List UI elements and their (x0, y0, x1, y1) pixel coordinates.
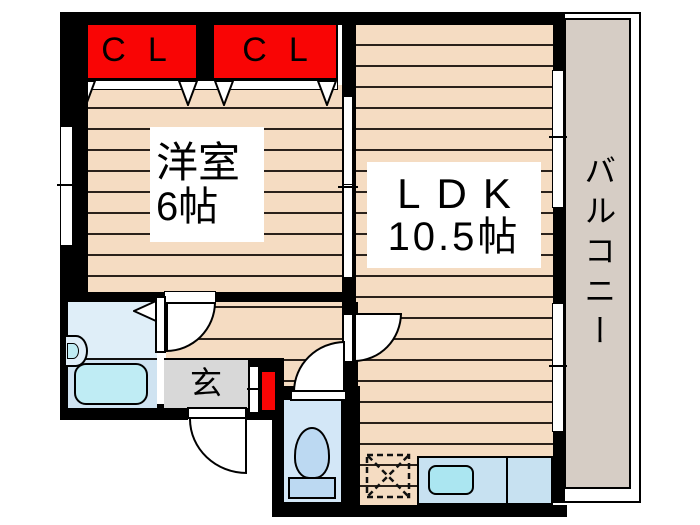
bottom-wall (340, 505, 567, 517)
western-room-size: 6帖 (156, 184, 219, 229)
entrance-door-swing (189, 419, 247, 474)
washroom-door-leaf (155, 296, 166, 353)
kitchen-counter (417, 456, 553, 505)
entrance-label: 玄 (189, 365, 222, 402)
closet-2-label: CL (242, 31, 330, 70)
bathroom-folding-door-triangle-icon (133, 299, 157, 323)
western-room-window-tick (57, 184, 76, 186)
western-room-label-box: 洋室 6帖 (150, 127, 264, 242)
western-room-name: 洋室 (156, 139, 241, 187)
ldk-size: 10.5帖 (387, 215, 521, 260)
ldk-door-leaf (342, 313, 354, 363)
toilet-tank (288, 477, 336, 499)
ldk-window-upper (552, 70, 564, 208)
ldk-label-box: LDK 10.5帖 (367, 162, 541, 268)
closet-1-label: CL (101, 31, 189, 70)
folding-door-triangle-icon (178, 80, 198, 106)
ldk-window-upper-tick (549, 136, 567, 138)
bottom-left-wall (60, 404, 188, 420)
ldk-name: LDK (397, 169, 527, 217)
balcony-label: バルコニー (580, 153, 617, 354)
kitchen-counter-divider (506, 457, 508, 504)
entrance-door-frame (245, 419, 247, 473)
ldk-window-lower (552, 303, 564, 432)
refrigerator-space-icon (365, 453, 411, 499)
sliding-door-pane-lower (343, 184, 353, 278)
folding-door-triangle-icon (317, 80, 337, 106)
sliding-door-pane-upper (343, 96, 353, 188)
western-room-window (60, 126, 73, 246)
closet-door-strip (70, 80, 338, 90)
closet-divider-wall (198, 22, 212, 80)
washbasin-bowl (67, 343, 79, 359)
entrance-genkan: 玄 (164, 358, 248, 408)
toilet-door-leaf (290, 390, 347, 401)
bathtub (74, 363, 148, 405)
sliding-door-tick (338, 186, 358, 188)
closet-2: CL (212, 22, 338, 80)
kitchen-sink (428, 465, 474, 495)
closet-1: CL (70, 22, 198, 80)
entrance-door-leaf (187, 407, 247, 419)
ldk-window-lower-tick (549, 365, 567, 367)
top-wall (62, 12, 565, 25)
balcony: バルコニー (564, 18, 631, 489)
folding-door-triangle-icon (214, 80, 234, 106)
toilet-bowl (294, 427, 330, 479)
shoe-cabinet-door-tick (247, 388, 261, 390)
shoe-cabinet (261, 371, 276, 411)
